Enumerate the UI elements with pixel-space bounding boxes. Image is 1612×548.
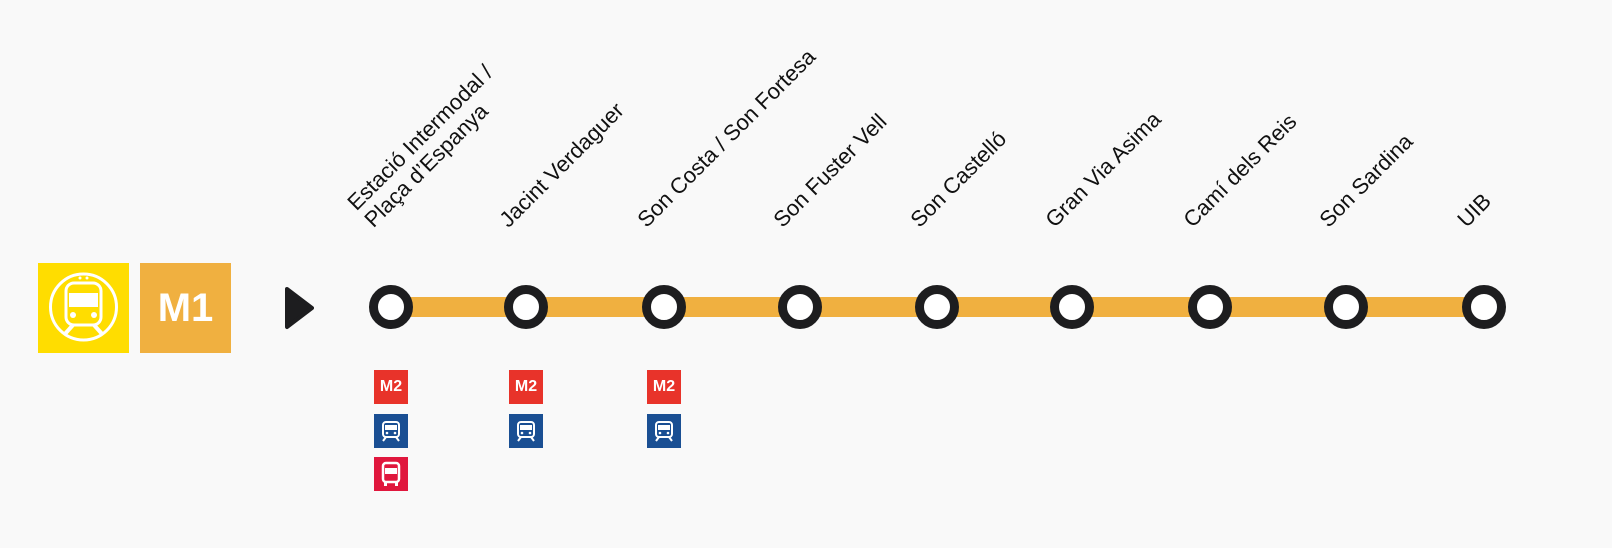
train-icon — [374, 413, 408, 448]
station-marker[interactable] — [642, 285, 686, 329]
bus-icon — [374, 457, 408, 491]
train-icon — [647, 413, 681, 448]
station-marker[interactable] — [369, 285, 413, 329]
connection-m2-badge: M2 — [374, 370, 408, 404]
station-marker[interactable] — [1188, 285, 1232, 329]
station-marker[interactable] — [915, 285, 959, 329]
station-label: UIB — [1452, 188, 1496, 232]
station-label: Son Fuster Vell — [768, 108, 892, 232]
station-label: Estació Intermodal / Plaça d’Espanya — [342, 59, 498, 232]
station-marker[interactable] — [1324, 285, 1368, 329]
line-badge-m1: M1 — [140, 263, 231, 353]
station-label: Son Castelló — [905, 126, 1012, 232]
connection-m2-badge: M2 — [509, 370, 543, 404]
station-label: Son Sardina — [1314, 128, 1418, 232]
station-marker[interactable] — [1050, 285, 1094, 329]
station-label: Jacint Verdaguer — [494, 97, 629, 232]
metro-logo-icon — [38, 263, 129, 353]
station-label: Camí dels Reis — [1178, 108, 1302, 232]
station-marker[interactable] — [778, 285, 822, 329]
direction-arrow-icon — [284, 286, 314, 335]
station-marker[interactable] — [1462, 285, 1506, 329]
station-label: Gran Via Asima — [1040, 106, 1166, 232]
connection-m2-badge: M2 — [647, 370, 681, 404]
train-icon — [509, 413, 543, 448]
station-marker[interactable] — [504, 285, 548, 329]
